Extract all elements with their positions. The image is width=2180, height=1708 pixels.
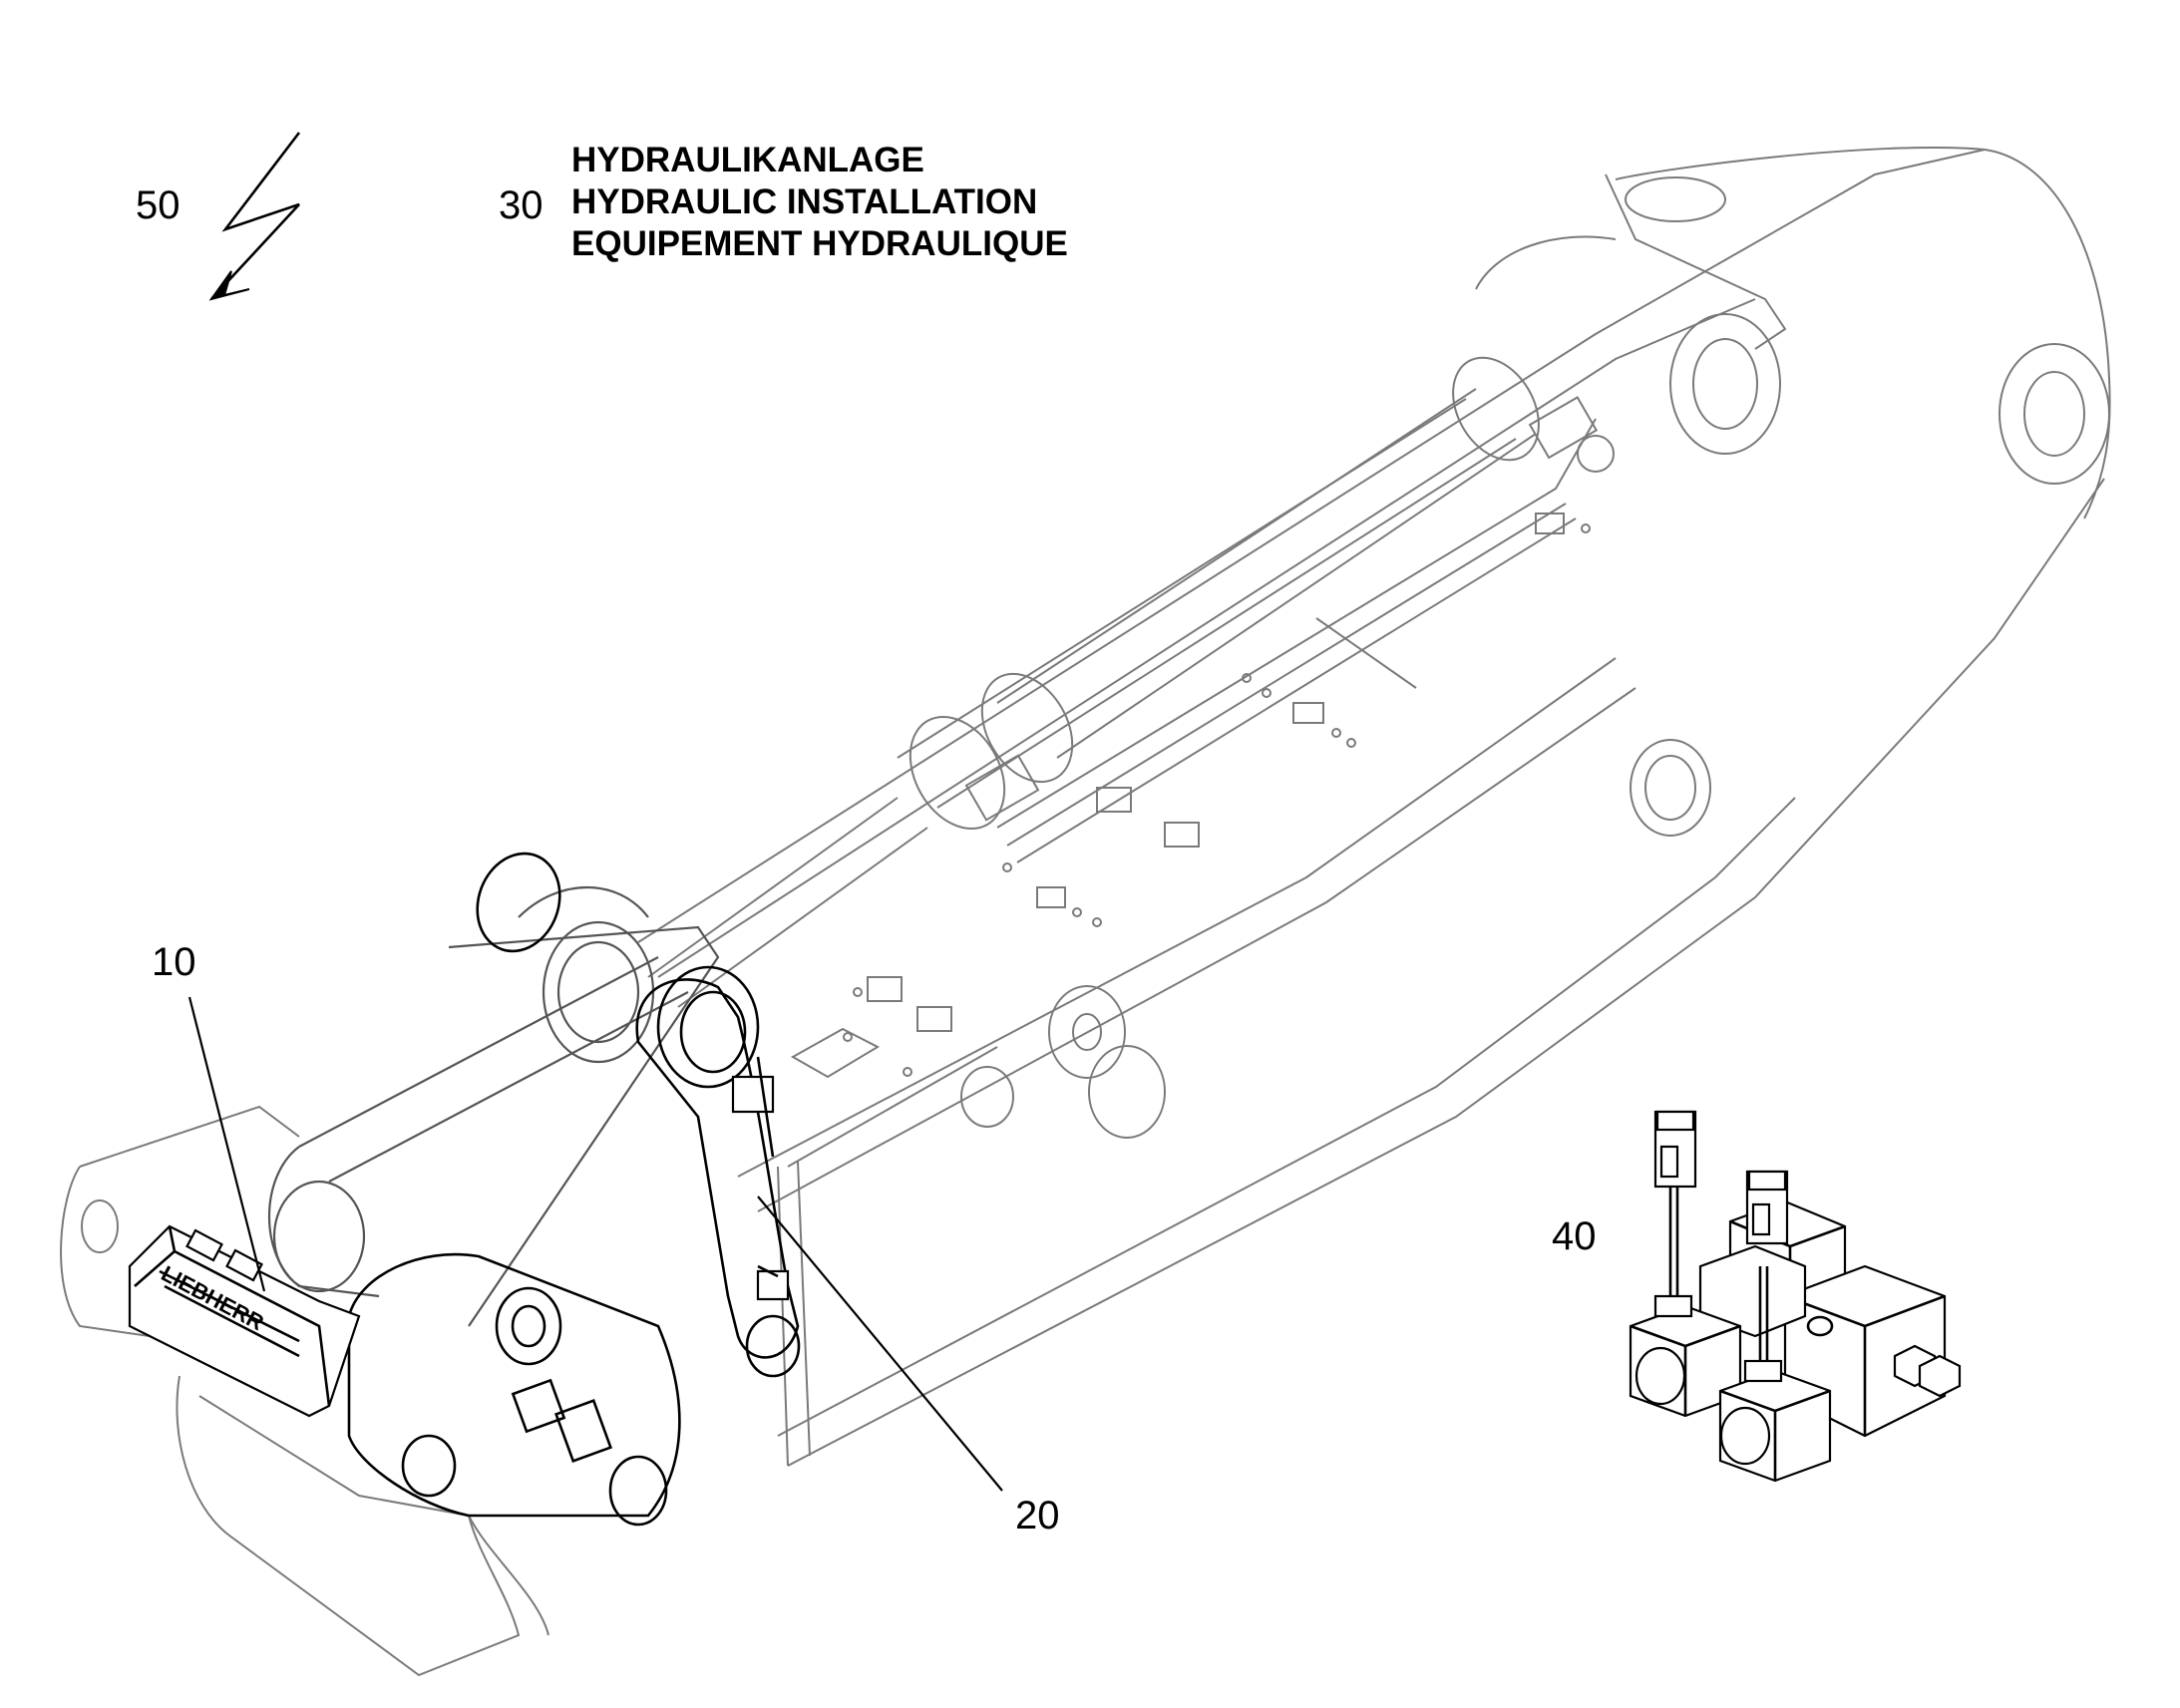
quick-coupler (60, 1105, 681, 1677)
mounting-blocks (790, 512, 1591, 1079)
callout-20[interactable]: 20 (1015, 1494, 1060, 1537)
title-line-en: HYDRAULIC INSTALLATION (571, 182, 1038, 221)
hydraulic-group-number: 30 (499, 183, 544, 227)
callout-10[interactable]: 10 (152, 940, 196, 984)
boom-arm (637, 146, 2111, 1467)
bearing-discs (960, 985, 1166, 1139)
valve-assembly (1629, 1110, 1962, 1483)
bucket-cylinder (647, 356, 1615, 1008)
electrical-group-number: 50 (136, 183, 181, 227)
title-line-fr: EQUIPEMENT HYDRAULIQUE (571, 224, 1068, 263)
lightning-bolt-icon (208, 132, 301, 301)
leader-10 (187, 996, 266, 1292)
leader-lines (187, 996, 1003, 1492)
title-line-de: HYDRAULIKANLAGE (571, 141, 924, 179)
tilt-link-with-sensor (635, 965, 801, 1378)
front-linkage (267, 852, 720, 1327)
leader-20 (757, 1196, 1003, 1492)
callout-40[interactable]: 40 (1552, 1214, 1597, 1258)
